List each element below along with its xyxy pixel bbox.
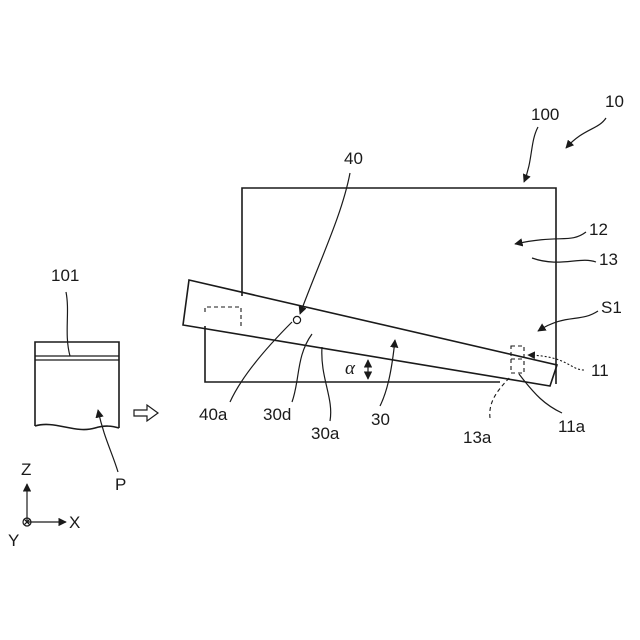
alpha-label: α — [345, 358, 356, 379]
label-11a: 11a — [558, 417, 586, 436]
hole-40 — [293, 316, 300, 323]
axis-label-X: X — [69, 513, 80, 532]
label-S1: S1 — [601, 298, 622, 317]
label-101: 101 — [51, 266, 79, 285]
paper-stack-outline — [35, 342, 119, 428]
leader-S1 — [538, 311, 598, 331]
paper-stack-bottom-wavy — [35, 424, 119, 429]
hidden-region-40a — [205, 307, 241, 328]
label-30: 30 — [371, 410, 390, 429]
leader-100 — [524, 127, 538, 182]
axis-label-Z: Z — [21, 460, 31, 479]
leader-13 — [532, 258, 596, 262]
label-30d: 30d — [263, 405, 291, 424]
label-40a: 40a — [199, 405, 228, 424]
transfer-arrow — [134, 405, 158, 421]
label-10: 10 — [605, 92, 624, 111]
tilted-plate — [183, 280, 557, 386]
leader-40 — [300, 173, 350, 314]
label-100: 100 — [531, 105, 559, 124]
label-40: 40 — [344, 149, 363, 168]
label-11: 11 — [591, 361, 609, 380]
leader-P — [98, 410, 118, 472]
label-30a: 30a — [311, 424, 340, 443]
leader-101 — [66, 292, 70, 356]
leader-30 — [380, 340, 395, 406]
leader-10 — [566, 118, 606, 148]
label-13: 13 — [599, 250, 618, 269]
label-P: P — [115, 475, 126, 494]
leader-30a — [322, 347, 331, 421]
leader-12 — [515, 232, 586, 244]
axis-label-Y: Y — [8, 531, 19, 550]
label-13a: 13a — [463, 428, 492, 447]
label-12: 12 — [589, 220, 608, 239]
